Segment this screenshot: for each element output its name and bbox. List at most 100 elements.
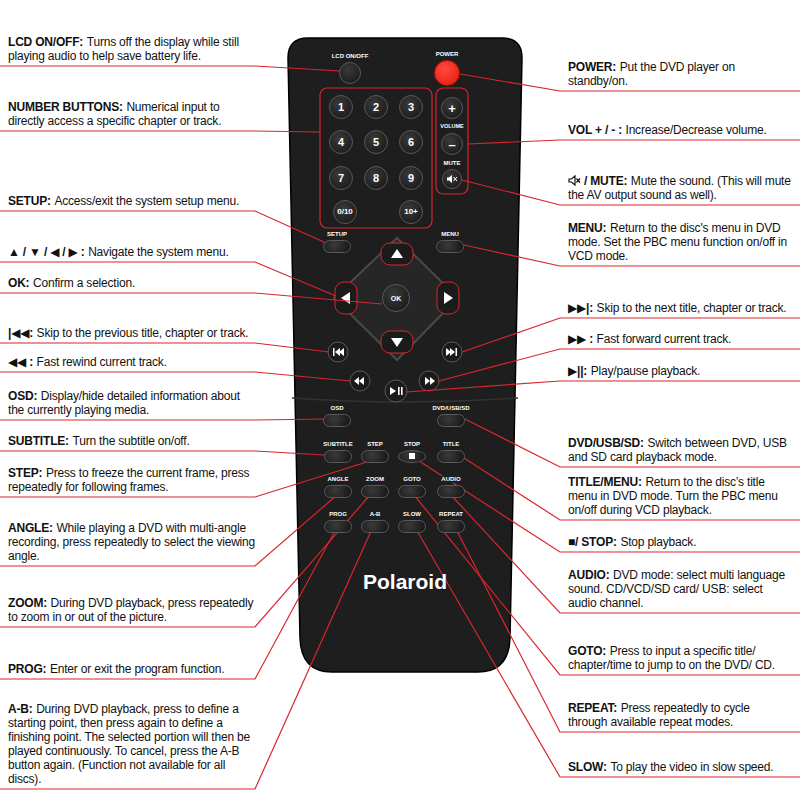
callout-heading: A-B: [8, 702, 33, 716]
remote-button: OK [382, 284, 410, 312]
remote-button: A-B [361, 511, 389, 533]
callout-text: ■/ STOP:Stop playback. [568, 535, 792, 549]
button-label: SETUP [326, 231, 348, 238]
remote-button: 2 [364, 95, 388, 119]
callout-description: Fast forward current track. [597, 332, 732, 346]
remote-button: 1 [329, 95, 353, 119]
button-cap [324, 520, 352, 533]
button-label: A-B [369, 511, 382, 518]
callout-text: / MUTE:Mute the sound. (This will mute t… [568, 174, 792, 202]
remote-button: 7 [329, 166, 353, 190]
callout-text: |◀◀:Skip to the previous title, chapter … [8, 326, 256, 340]
callout-heading: MENU: [568, 221, 606, 235]
callout-heading: SETUP: [8, 194, 51, 208]
button-label: + [448, 102, 456, 115]
remote-button: 9 [399, 166, 423, 190]
mute-icon [568, 175, 581, 186]
callout-description: During DVD playback, press to define a s… [8, 702, 250, 786]
button-cap [361, 520, 389, 533]
callout-text: A-B:During DVD playback, press to define… [8, 702, 256, 786]
button-label: STEP [366, 441, 384, 448]
callout-text: REPEAT:Press repeatedly to cycle through… [568, 701, 792, 729]
remote-button: MENU [436, 231, 464, 253]
remote-button: STEP [361, 441, 389, 463]
remote-button: 8 [364, 166, 388, 190]
callout-heading: ▶▶ : [568, 332, 593, 346]
callout-description: Stop playback. [620, 535, 696, 549]
callout-description: Access/exit the system setup menu. [54, 194, 239, 208]
callout-description: Turn the subtitle on/off. [72, 434, 189, 448]
button-label: TITLE [442, 441, 461, 448]
button-cap [361, 485, 389, 498]
callout-heading: VOL + / - : [568, 123, 622, 137]
callout-heading: / MUTE: [584, 174, 627, 188]
remote-button: SETUP [323, 231, 351, 253]
brand-logo: Polaroid [363, 570, 447, 594]
button-label: 6 [408, 137, 414, 148]
callout-text: OK:Confirm a selection. [8, 276, 256, 290]
remote-button: SUBTITLE [322, 441, 353, 463]
callout-text: LCD ON/OFF:Turns off the display while s… [8, 35, 256, 63]
callout-description: Play/pause playback. [591, 364, 700, 378]
button-label: 1 [338, 102, 344, 113]
callout-description: Enter or exit the program function. [50, 662, 224, 676]
callout-text: SETUP:Access/exit the system setup menu. [8, 194, 256, 208]
callout-text: GOTO:Press to input a specific title/ ch… [568, 644, 792, 672]
callout-heading: SUBTITLE: [8, 434, 69, 448]
callout-text: ANGLE:While playing a DVD with multi-ang… [8, 521, 256, 563]
remote-button: ZOOM [361, 476, 389, 498]
button-cap [437, 485, 465, 498]
button-cap [323, 414, 351, 427]
callout-heading: PROG: [8, 662, 46, 676]
callout-description: Increase/Decrease volume. [626, 123, 767, 137]
button-label: 3 [408, 102, 414, 113]
callout-heading: GOTO: [568, 644, 606, 658]
callout-heading: NUMBER BUTTONS: [8, 100, 123, 114]
callout-description: Skip to the next title, chapter or track… [597, 301, 787, 315]
button-label: OSD [329, 405, 344, 412]
button-cap [398, 520, 426, 533]
mute-icon [446, 174, 458, 184]
remote-button: 3 [399, 95, 423, 119]
remote-button: 5 [364, 130, 388, 154]
stop-icon [409, 453, 415, 459]
button-label: SLOW [402, 511, 422, 518]
button-cap [361, 450, 389, 463]
remote-button: TITLE [437, 441, 465, 463]
remote-button: + [441, 97, 463, 119]
button-cap [324, 485, 352, 498]
remote-button: REPEAT [437, 511, 465, 533]
remote-button: 4 [329, 130, 353, 154]
callout-text: ◀◀ : Fast rewind current track. [8, 355, 256, 369]
callout-heading: ZOOM: [8, 596, 47, 610]
button-label: STOP [403, 441, 421, 448]
volume-label: VOLUME [440, 123, 464, 129]
button-cap [437, 414, 465, 427]
remote-button: MUTE [442, 160, 462, 189]
button-label: POWER [435, 51, 460, 58]
mute-symbol [568, 174, 584, 188]
remote-body: PolaroidLCD ON/OFFPOWER1234567890/1010++… [288, 38, 522, 672]
callout-description: Fast rewind current track. [37, 355, 167, 369]
button-cap [323, 240, 351, 253]
callout-text: MENU:Return to the disc's menu in DVD mo… [568, 221, 792, 263]
callout-text: AUDIO:DVD mode: select multi language so… [568, 568, 792, 610]
callout-heading: |◀◀: [8, 326, 33, 340]
callout-text: ▲ / ▼ / ◀ / ▶ :Navigate the system menu. [8, 245, 256, 259]
callout-heading: REPEAT: [568, 701, 617, 715]
callout-heading: ◀◀ : [8, 355, 33, 369]
callout-description: Display/hide detailed information about … [8, 389, 240, 417]
button-label: ZOOM [365, 476, 385, 483]
callout-heading: TITLE/MENU: [568, 475, 642, 489]
callout-text: VOL + / - : Increase/Decrease volume. [568, 123, 792, 137]
button-label: LCD ON/OFF [331, 53, 370, 60]
button-label: 9 [408, 173, 414, 184]
remote-button: LCD ON/OFF [331, 53, 370, 84]
button-label: REPEAT [438, 511, 464, 518]
button-label: OK [391, 295, 402, 302]
button-cap [436, 240, 464, 253]
callout-heading: ■/ STOP: [568, 535, 617, 549]
remote-button: DVD/USB/SD [431, 405, 470, 427]
callout-text: STEP:Press to freeze the current frame, … [8, 466, 256, 494]
